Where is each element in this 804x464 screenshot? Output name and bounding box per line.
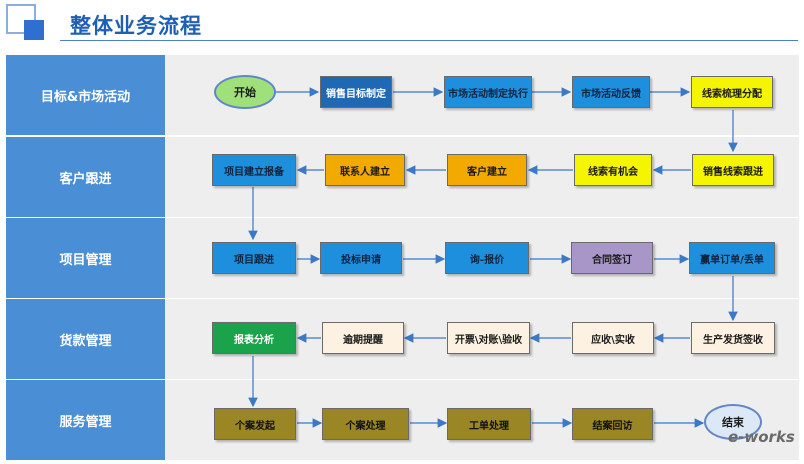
- node-lead-opportunity: 线索有机会: [574, 154, 652, 186]
- node-work-order: 工单处理: [447, 408, 531, 440]
- title-decoration: [6, 4, 36, 34]
- node-contract-signing: 合同签订: [571, 242, 653, 274]
- node-production-delivery: 生产发货签收: [691, 322, 775, 354]
- node-win-lose-order: 赢单订单/丢单: [689, 242, 775, 274]
- row-label-payment-management: 货款管理: [6, 299, 165, 379]
- node-case-handling: 个案处理: [322, 408, 409, 440]
- row-label-customer-followup: 客户跟进: [6, 137, 165, 217]
- node-inquiry-quote: 询-报价: [445, 242, 529, 274]
- node-sales-target: 销售目标制定: [320, 76, 392, 108]
- end-node: 结束: [704, 404, 762, 440]
- node-lead-assignment: 线索梳理分配: [691, 76, 773, 108]
- node-bid-application: 投标申请: [320, 242, 402, 274]
- title-underline: [60, 40, 798, 41]
- node-case-closure-visit: 结案回访: [572, 408, 653, 440]
- page-title: 整体业务流程: [70, 14, 202, 38]
- node-marketing-feedback: 市场活动反馈: [572, 76, 650, 108]
- row-label-project-management: 项目管理: [6, 218, 165, 298]
- row-label-target-marketing: 目标&市场活动: [6, 55, 165, 135]
- node-report-analysis: 报表分析: [212, 322, 296, 354]
- watermark: e-works: [728, 428, 795, 446]
- node-project-registration: 项目建立报备: [212, 154, 296, 186]
- node-overdue-reminder: 逾期提醒: [322, 322, 404, 354]
- row-label-service-management: 服务管理: [6, 380, 165, 460]
- start-node: 开始: [214, 75, 276, 109]
- node-project-followup: 项目跟进: [212, 242, 296, 274]
- node-customer-creation: 客户建立: [447, 154, 527, 186]
- node-invoice-reconcile: 开票\对账\验收: [447, 322, 530, 354]
- node-marketing-execution: 市场活动制定执行: [444, 76, 532, 108]
- node-contact-creation: 联系人建立: [325, 154, 405, 186]
- node-case-initiation: 个案发起: [214, 408, 296, 440]
- title-decoration-square: [24, 20, 44, 40]
- node-receivables: 应收\实收: [572, 322, 654, 354]
- node-lead-followup: 销售线索跟进: [692, 154, 774, 186]
